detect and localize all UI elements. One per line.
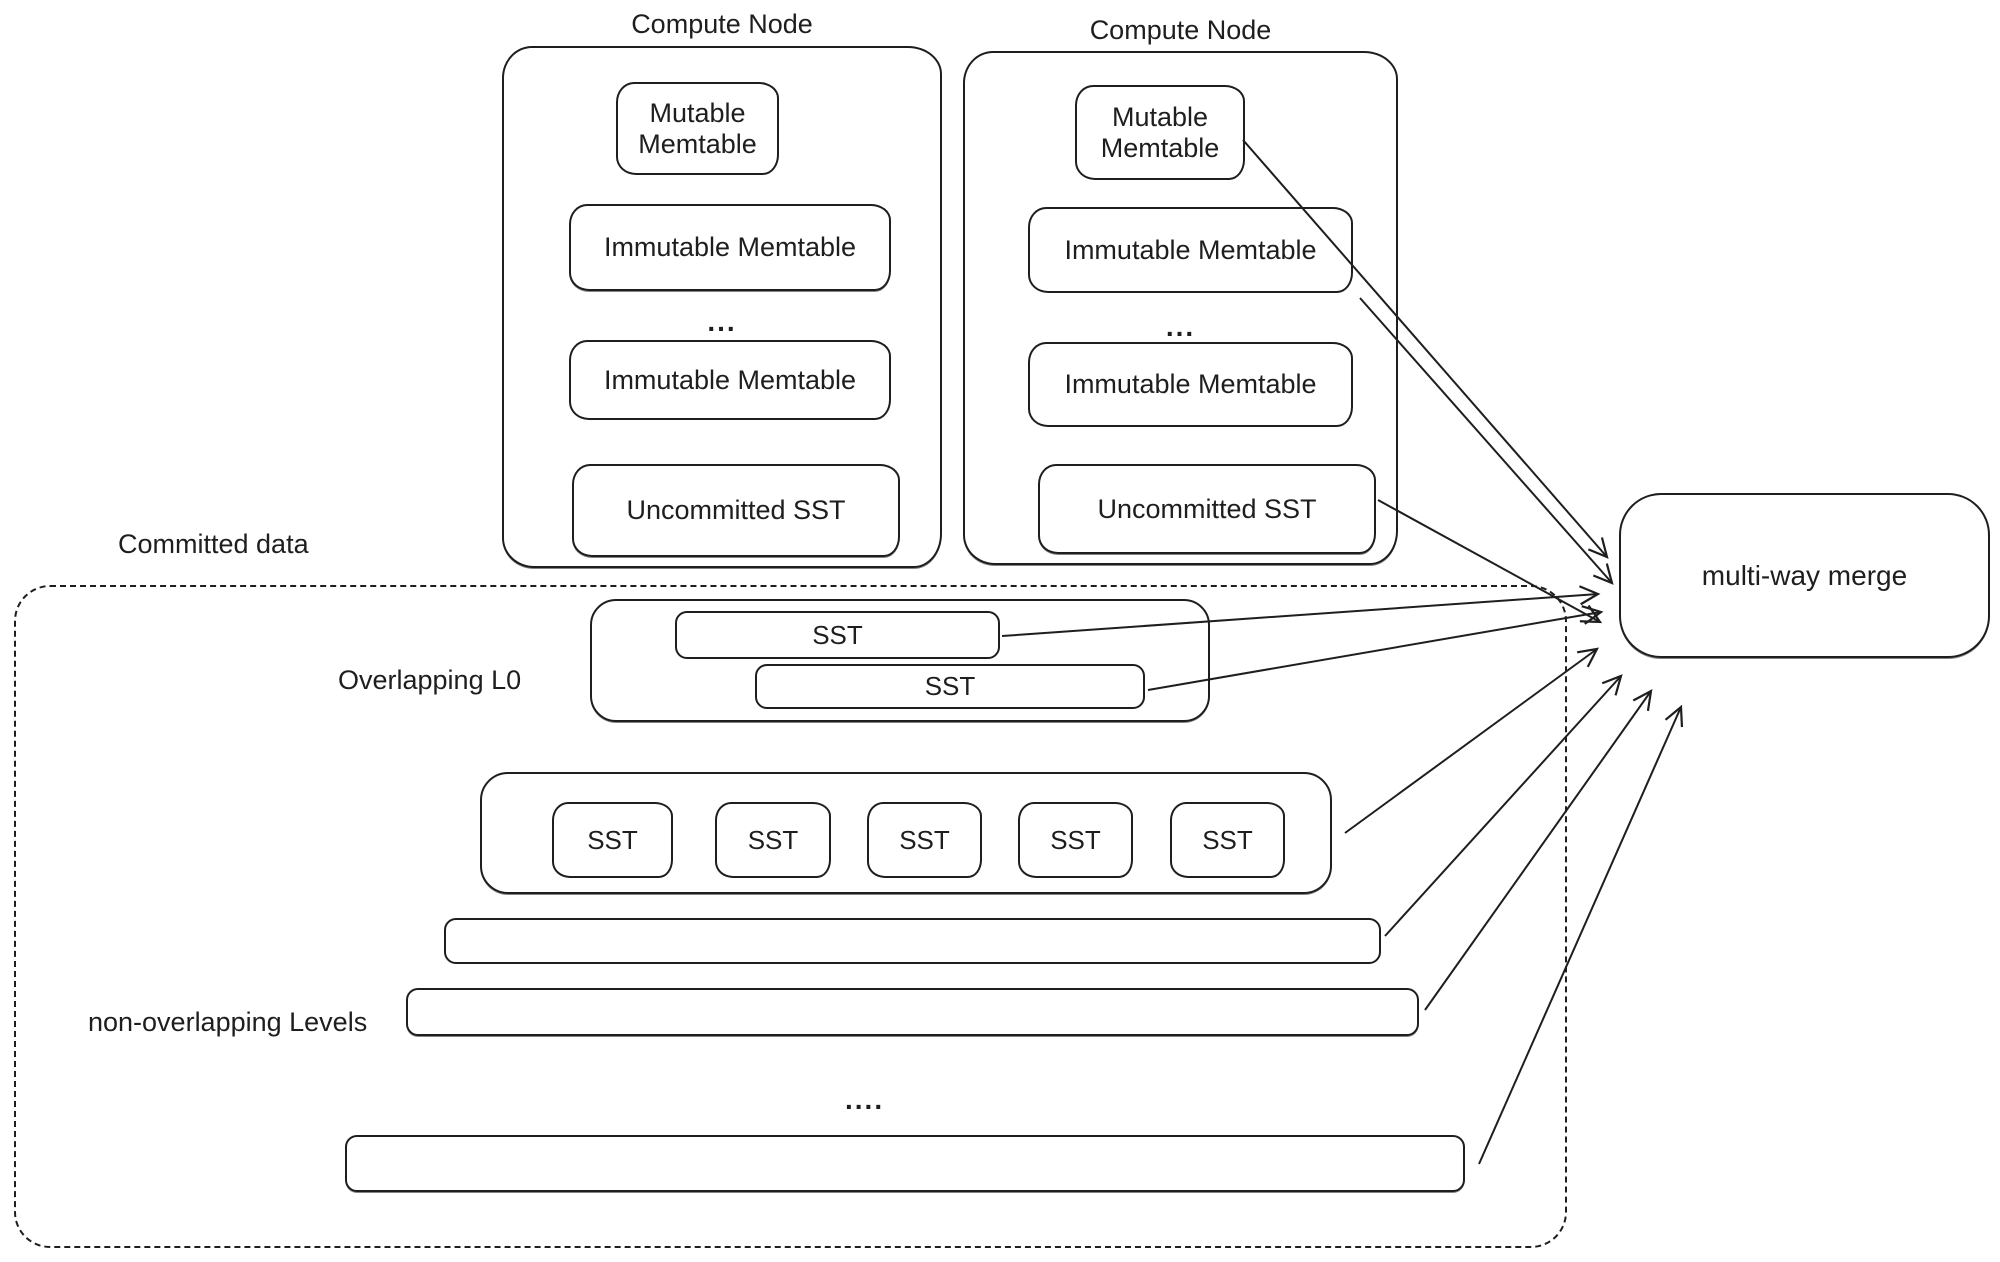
sst-label: SST (924, 671, 976, 701)
immutable-memtable-box: Immutable Memtable (569, 340, 891, 420)
level-bar (444, 918, 1381, 964)
compute-node-2: Mutable Memtable Immutable Memtable ... … (963, 51, 1398, 565)
immutable-memtable-label: Immutable Memtable (1064, 234, 1317, 265)
sst-box: SST (1018, 802, 1133, 878)
l0-sst-box: SST (755, 664, 1145, 709)
sst-label: SST (587, 824, 638, 855)
mutable-memtable-label: Mutable Memtable (638, 97, 757, 159)
uncommitted-sst-box: Uncommitted SST (572, 464, 900, 557)
sst-box: SST (552, 802, 673, 878)
immutable-memtable-label: Immutable Memtable (603, 364, 857, 395)
multi-way-merge-label: multi-way merge (1701, 559, 1908, 591)
compute-node-2-title: Compute Node (1089, 15, 1272, 45)
sst-box: SST (1170, 802, 1285, 878)
level-bar (345, 1135, 1465, 1192)
sst-row-group: SST SST SST SST SST (480, 772, 1332, 894)
sst-label: SST (812, 619, 863, 650)
immutable-memtable-label: Immutable Memtable (1064, 369, 1317, 399)
non-overlapping-levels-label: non-overlapping Levels (88, 1007, 368, 1037)
memtable-ellipsis: ... (707, 306, 737, 337)
immutable-memtable-box: Immutable Memtable (1028, 342, 1353, 427)
uncommitted-sst-label: Uncommitted SST (626, 495, 846, 525)
sst-label: SST (1050, 824, 1101, 855)
level-bar (406, 988, 1419, 1036)
l0-sst-box: SST (675, 611, 1000, 659)
overlapping-l0-label: Overlapping L0 (338, 665, 522, 695)
sst-box: SST (715, 802, 831, 878)
immutable-memtable-box: Immutable Memtable (569, 204, 891, 291)
sst-label: SST (899, 824, 950, 855)
memtable-ellipsis: ... (1165, 311, 1196, 342)
sst-box: SST (867, 802, 982, 878)
mutable-memtable-box: Mutable Memtable (616, 82, 779, 175)
committed-data-label: Committed data (118, 529, 309, 559)
multi-way-merge-box: multi-way merge (1619, 493, 1990, 658)
compute-node-1-title: Compute Node (631, 9, 813, 39)
immutable-memtable-label: Immutable Memtable (603, 232, 857, 262)
immutable-memtable-box: Immutable Memtable (1028, 207, 1353, 293)
levels-ellipsis: .... (845, 1084, 885, 1115)
sst-label: SST (1202, 824, 1253, 855)
uncommitted-sst-label: Uncommitted SST (1097, 493, 1317, 524)
sst-label: SST (747, 824, 799, 855)
compute-node-1: Mutable Memtable Immutable Memtable ... … (502, 46, 942, 568)
uncommitted-sst-box: Uncommitted SST (1038, 464, 1376, 554)
mutable-memtable-label: Mutable Memtable (1100, 101, 1220, 163)
mutable-memtable-box: Mutable Memtable (1075, 85, 1245, 180)
